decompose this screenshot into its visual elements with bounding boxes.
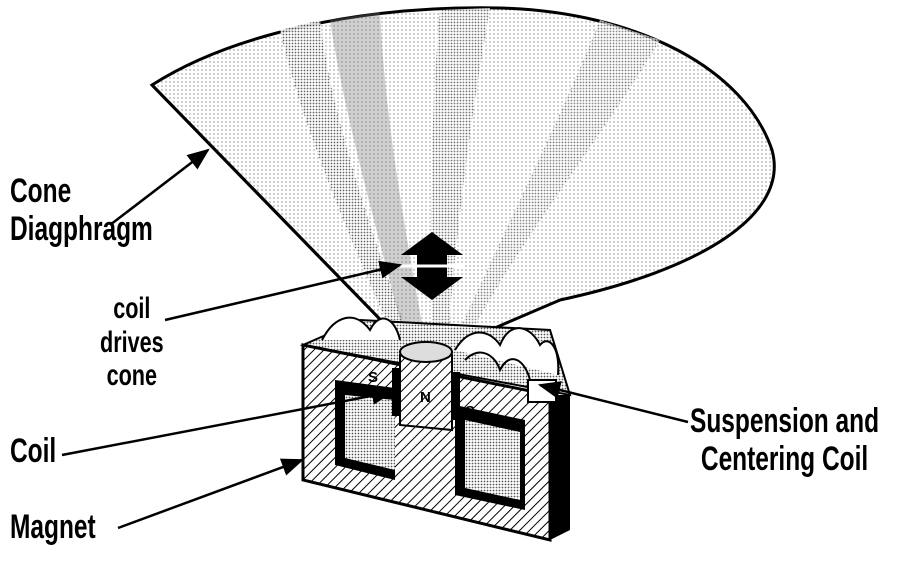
label-coil-drives-line1: coil bbox=[100, 292, 164, 326]
label-cone-line1: Cone bbox=[10, 172, 153, 210]
label-magnet: Magnet bbox=[10, 508, 96, 546]
pole-label-south-left: S bbox=[368, 369, 378, 386]
label-suspension-line1: Suspension and bbox=[690, 402, 879, 440]
cone-diaphragm bbox=[152, 8, 774, 345]
label-coil: Coil bbox=[10, 432, 56, 470]
label-suspension: Suspension and Centering Coil bbox=[690, 402, 879, 478]
label-coil-drives-cone: coil drives cone bbox=[100, 292, 164, 393]
label-suspension-line2: Centering Coil bbox=[690, 440, 879, 478]
label-coil-drives-line2: drives bbox=[100, 326, 164, 360]
label-cone-diaphragm: Cone Diagphragm bbox=[10, 172, 153, 248]
magnet-pointer bbox=[118, 460, 302, 528]
label-coil-drives-line3: cone bbox=[100, 359, 164, 393]
label-cone-line2: Diagphragm bbox=[10, 210, 153, 248]
pole-label-south-right: S bbox=[465, 403, 475, 420]
pole-label-north: N bbox=[420, 389, 431, 406]
